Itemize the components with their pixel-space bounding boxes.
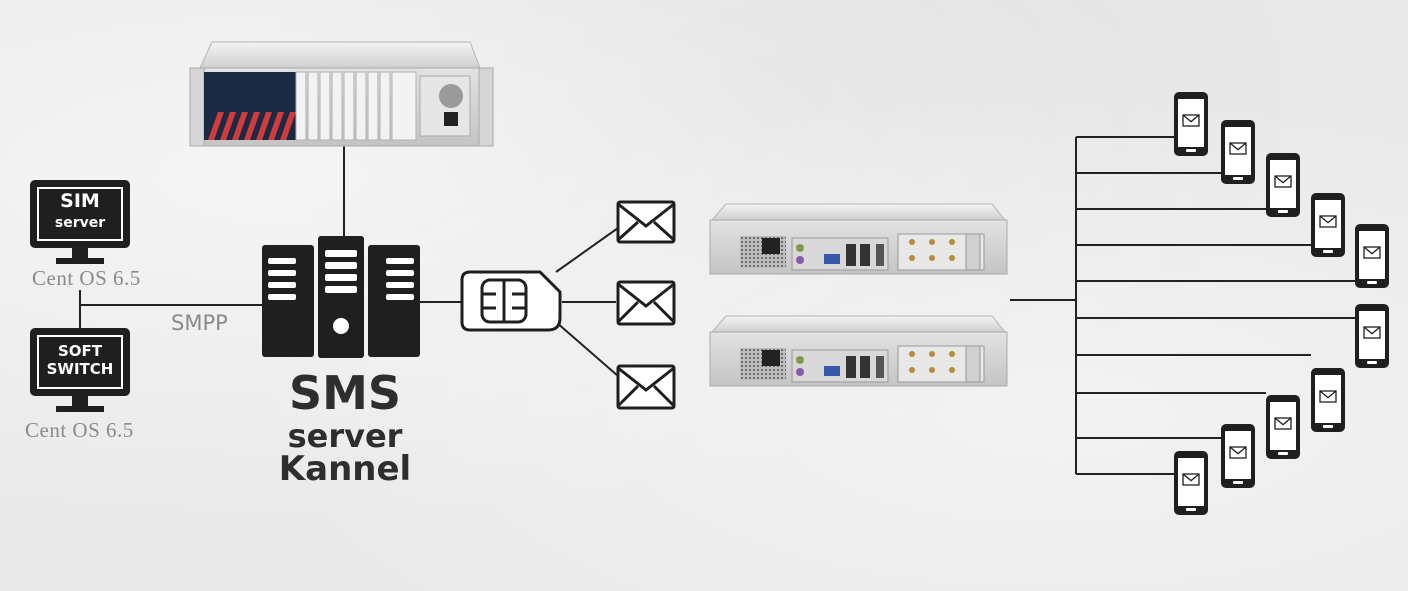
smartphone-envelope-icon bbox=[1311, 193, 1345, 257]
smartphone-envelope-icon bbox=[1221, 120, 1255, 184]
envelope-icon bbox=[616, 364, 676, 410]
sim-to-envelope-3-line bbox=[555, 321, 619, 377]
smartphone-envelope-icon bbox=[1355, 304, 1389, 368]
sim-server-monitor-line2: server bbox=[54, 215, 106, 231]
smartphone-envelope-icon bbox=[1311, 368, 1345, 432]
phones-group bbox=[1174, 92, 1389, 515]
sim-server-monitor-icon bbox=[30, 180, 130, 264]
sms-server-title: SMS bbox=[288, 366, 402, 420]
gsm-gateway-chassis bbox=[709, 203, 1008, 275]
soft-switch-monitor-line2: SWITCH bbox=[46, 360, 114, 378]
sms-server-subtitle: server bbox=[287, 417, 403, 455]
envelope-icon bbox=[616, 280, 676, 326]
sms-server-software: Kannel bbox=[278, 449, 412, 489]
sim-bank-chassis bbox=[189, 41, 494, 147]
soft-switch-monitor-icon bbox=[30, 328, 130, 412]
server-rack-icon bbox=[262, 236, 420, 358]
soft-switch-os-label: Cent OS 6.5 bbox=[25, 418, 134, 442]
sim-bank-slots bbox=[208, 112, 296, 140]
bus-branches bbox=[1076, 136, 1355, 475]
connection-lines bbox=[79, 137, 1077, 474]
sim-to-envelope-1-line bbox=[555, 227, 619, 273]
smartphone-envelope-icon bbox=[1174, 451, 1208, 515]
sim-server-os-label: Cent OS 6.5 bbox=[32, 266, 141, 290]
envelope-icon bbox=[616, 200, 676, 244]
sim-server-monitor-line1: SIM bbox=[60, 190, 100, 212]
smartphone-envelope-icon bbox=[1355, 224, 1389, 288]
smartphone-envelope-icon bbox=[1174, 92, 1208, 156]
smpp-link-label: SMPP bbox=[171, 311, 228, 335]
smartphone-envelope-icon bbox=[1221, 424, 1255, 488]
smartphone-envelope-icon bbox=[1266, 395, 1300, 459]
sim-card-icon bbox=[460, 270, 562, 332]
gsm-gateway-chassis bbox=[709, 315, 1008, 387]
smartphone-envelope-icon bbox=[1266, 153, 1300, 217]
soft-switch-monitor-line1: SOFT bbox=[57, 342, 103, 360]
